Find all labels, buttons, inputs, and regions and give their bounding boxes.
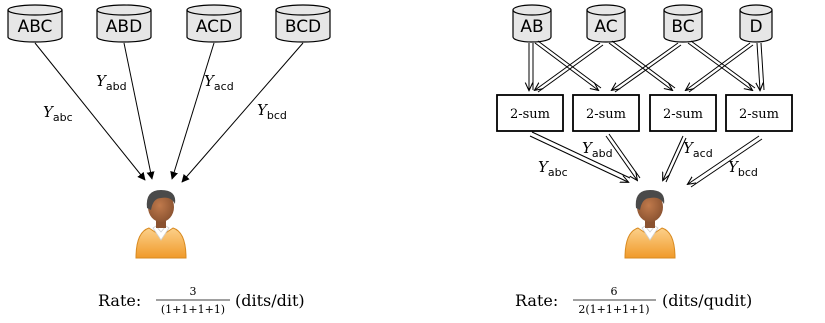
sum-to-user-edges — [529, 131, 763, 188]
database-label: AC — [594, 17, 617, 37]
rate-denominator: 2(1+1+1+1) — [578, 303, 649, 316]
user-avatar-icon — [624, 189, 676, 259]
edge-label-abd: Yabd — [96, 72, 127, 93]
rate-prefix: Rate: — [515, 291, 558, 310]
rate-unit: (dits/dit) — [235, 291, 305, 310]
database-label: ABD — [106, 17, 142, 37]
edge-arrow — [170, 42, 215, 180]
rate-denominator: (1+1+1+1) — [161, 303, 225, 316]
edge-label-acd: Yacd — [683, 139, 713, 160]
rate-numerator: 3 — [190, 285, 197, 298]
left-diagram: ABC ABD ACD BCD Yabc Yabd Yacd Ybcd — [7, 4, 331, 316]
database-label: D — [749, 17, 762, 37]
edge-label-bcd: Ybcd — [257, 101, 287, 122]
sum-box-label: 2-sum — [586, 107, 626, 122]
database-cylinder-d: D — [739, 4, 773, 43]
sum-box-label: 2-sum — [663, 107, 703, 122]
sum-box-1: 2-sum — [496, 94, 564, 132]
database-label: BC — [671, 17, 694, 37]
rate-formula: Rate: 3 (1+1+1+1) (dits/dit) — [98, 285, 305, 316]
sum-box-3: 2-sum — [649, 94, 717, 132]
sum-box-label: 2-sum — [510, 107, 550, 122]
edge-arrow — [123, 42, 155, 180]
rate-prefix: Rate: — [98, 291, 141, 310]
sum-box-label: 2-sum — [739, 107, 779, 122]
rate-formula: Rate: 6 2(1+1+1+1) (dits/qudit) — [515, 285, 752, 316]
edge-label-abd: Yabd — [582, 139, 613, 160]
database-cylinder-bc: BC — [663, 4, 703, 43]
database-cylinder-acd: ACD — [186, 4, 242, 43]
edge-label-bcd: Ybcd — [728, 158, 758, 179]
right-diagram: AB AC BC D — [496, 4, 793, 316]
database-cylinder-bcd: BCD — [275, 4, 331, 43]
edge-arrow — [34, 42, 146, 181]
sum-box-4: 2-sum — [725, 94, 793, 132]
edge-label-abc: Yabc — [538, 158, 568, 179]
database-cylinder-abd: ABD — [96, 4, 152, 43]
database-label: ABC — [18, 17, 53, 37]
rate-unit: (dits/qudit) — [662, 291, 752, 310]
database-cylinder-ab: AB — [512, 4, 552, 43]
edge-arrow — [181, 42, 304, 183]
sum-box-2: 2-sum — [572, 94, 640, 132]
database-cylinder-abc: ABC — [7, 4, 63, 43]
rate-numerator: 6 — [611, 285, 618, 298]
db-to-sum-edges — [529, 40, 765, 93]
database-label: AB — [520, 17, 543, 37]
database-label: ACD — [196, 17, 232, 37]
edge-label-abc: Yabc — [43, 103, 73, 124]
edge-label-acd: Yacd — [204, 72, 234, 93]
database-cylinder-ac: AC — [586, 4, 626, 43]
user-avatar-icon — [135, 189, 187, 259]
database-label: BCD — [285, 17, 321, 37]
